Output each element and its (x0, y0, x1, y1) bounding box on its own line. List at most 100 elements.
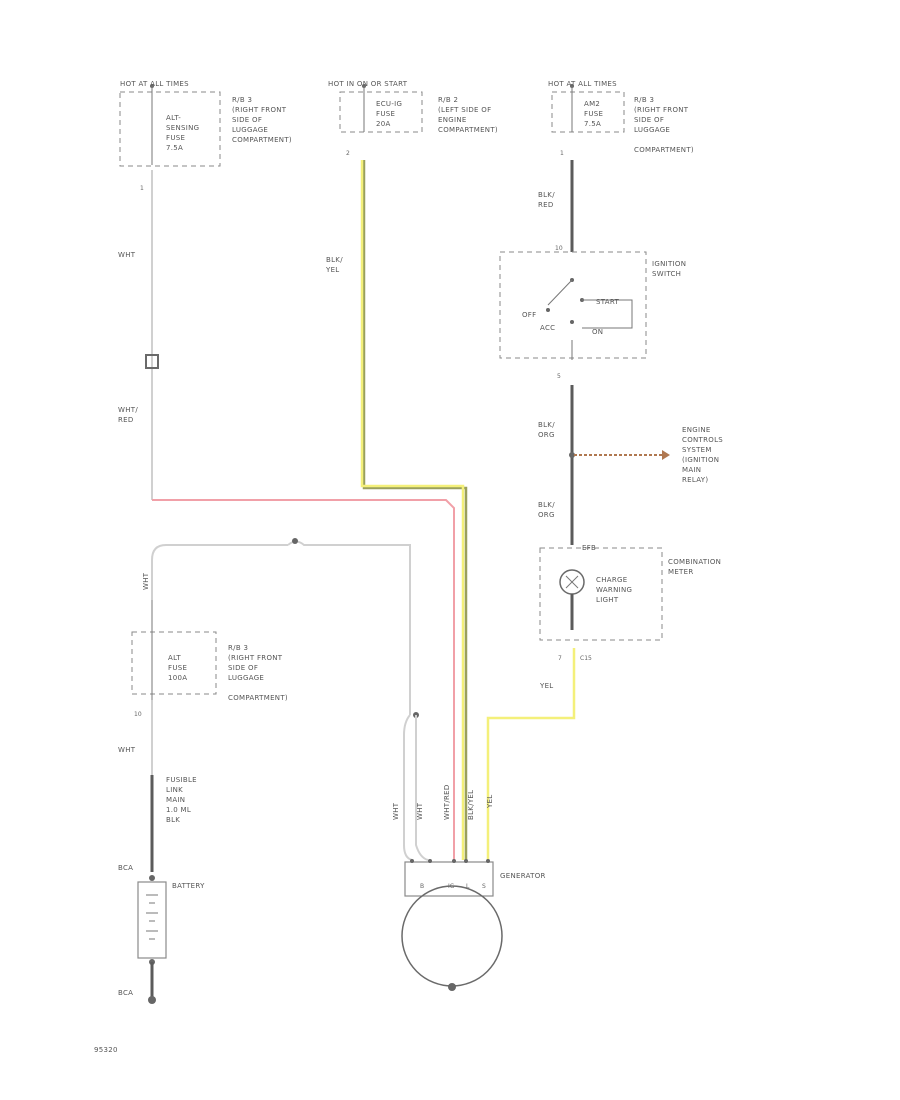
wire-blk-yel (360, 160, 465, 860)
ign-on-label: ON (592, 328, 603, 336)
gen-term-label-l: L (466, 883, 470, 890)
right-location-line-5: COMPARTMENT) (634, 146, 694, 154)
left-connector (145, 354, 159, 369)
right-fuse-line-2: FUSE (584, 110, 603, 118)
left-fuse-line-4: 7.5A (166, 144, 183, 152)
lower-location-line-1: R/B 3 (228, 644, 248, 652)
left-location-line-4: LUGGAGE (232, 126, 268, 134)
battery-minus-pin: BCA (118, 989, 133, 997)
label-blk-yel-vert: BLK/YEL (467, 790, 475, 820)
label-wht-red-1: WHT/ (118, 406, 138, 414)
ground-icon (148, 996, 156, 1004)
right-location-line-3: SIDE OF (634, 116, 664, 124)
label-blk-red-2: RED (538, 201, 554, 209)
wire-wht-upper-left (151, 544, 288, 600)
splice-engine-controls (569, 452, 575, 458)
left-fuse-line-1: ALT- (166, 114, 181, 122)
lower-location-line-3: SIDE OF (228, 664, 258, 672)
meter-pin2: C15 (580, 655, 592, 662)
meter-pin: 7 (558, 655, 562, 662)
lower-location-line-4: LUGGAGE (228, 674, 264, 682)
gen-term-label-b: B (420, 883, 424, 890)
ign-start-label: START (596, 298, 620, 306)
label-blk-org-a1: BLK/ (538, 421, 555, 429)
right-top-pin: 1 (560, 150, 564, 157)
battery: BCA BATTERY BCA (118, 864, 205, 1004)
battery-case-icon (137, 881, 167, 959)
gen-term-ig-node (452, 859, 456, 863)
gen-term-l-node (464, 859, 468, 863)
right-fuse-box-outline (551, 91, 625, 133)
mid-source-header: HOT IN ON OR START (328, 80, 408, 88)
mid-top-pin: 2 (346, 150, 350, 157)
lower-fuse-line-3: 100A (168, 674, 187, 682)
lower-fuse-block: ALT FUSE 100A R/B 3 (RIGHT FRONT SIDE OF… (131, 600, 288, 718)
ign-start-on-link (582, 299, 633, 329)
lower-location-line-5: COMPARTMENT) (228, 694, 288, 702)
ign-switch-blade (547, 279, 573, 306)
right-fuse-line-1: AM2 (584, 100, 600, 108)
lamp-label-2: WARNING (596, 586, 632, 594)
right-location-line-2: (RIGHT FRONT (634, 106, 689, 114)
mid-fuse-block: HOT IN ON OR START ECU-IG FUSE 20A R/B 2… (328, 80, 498, 157)
splice-top-wht (292, 538, 298, 544)
right-fuse-line-3: 7.5A (584, 120, 601, 128)
label-wht-vert-b: WHT (416, 802, 424, 820)
ign-acc-node (570, 320, 574, 324)
lamp-filament-b (565, 575, 579, 589)
right-source-header: HOT AT ALL TIMES (548, 80, 617, 88)
lower-fuse-line-1: ALT (168, 654, 181, 662)
mid-location-line-4: COMPARTMENT) (438, 126, 498, 134)
fusible-link-line-4: 1.0 ML (166, 806, 191, 814)
wire-wht-red (152, 499, 455, 860)
battery-label: BATTERY (172, 882, 205, 890)
ign-off-label: OFF (522, 311, 536, 319)
label-blk-org-a2: ORG (538, 431, 555, 439)
right-location-line-4: LUGGAGE (634, 126, 670, 134)
engine-controls-line-6: RELAY) (682, 476, 708, 484)
gen-term-s-node (428, 859, 432, 863)
mid-fuse-line-2: FUSE (376, 110, 395, 118)
mid-fuse-line-1: ECU-IG (376, 100, 402, 108)
generator-body-icon (401, 885, 503, 987)
mid-fuse-line-3: 20A (376, 120, 391, 128)
label-blk-yel-2: YEL (325, 266, 340, 274)
left-top-pin: 1 (140, 185, 144, 192)
generator: B IG L S GENERATOR (401, 859, 546, 991)
left-source-header: HOT AT ALL TIMES (120, 80, 189, 88)
generator-ground-icon (448, 983, 456, 991)
wire-wht-to-gen-b (403, 714, 413, 861)
ign-label-2: SWITCH (652, 270, 681, 278)
generator-terminal-block (404, 861, 494, 897)
figure-id: 95320 (94, 1046, 118, 1054)
lamp-label-3: LIGHT (596, 596, 619, 604)
lower-fuse-line-2: FUSE (168, 664, 187, 672)
fusible-link-line-3: MAIN (166, 796, 185, 804)
combination-meter: EFB CHARGE WARNING LIGHT COMBINATION MET… (539, 544, 721, 641)
left-fuse-line-2: SENSING (166, 124, 199, 132)
ignition-switch-outline (499, 251, 647, 359)
left-location-line-2: (RIGHT FRONT (232, 106, 287, 114)
label-yel-vert: YEL (486, 795, 494, 810)
lower-location-line-2: (RIGHT FRONT (228, 654, 283, 662)
ign-off-node (546, 308, 550, 312)
gen-term-label-s: S (482, 883, 486, 890)
fusible-link-line-2: LINK (166, 786, 183, 794)
engine-controls-line-2: CONTROLS (682, 436, 723, 444)
mid-location-line-1: R/B 2 (438, 96, 458, 104)
label-yel: YEL (539, 682, 554, 690)
left-fuse-block: HOT AT ALL TIMES ALT- SENSING FUSE 7.5A … (119, 80, 292, 192)
label-blk-yel-1: BLK/ (326, 256, 343, 264)
right-fuse-block: HOT AT ALL TIMES AM2 FUSE 7.5A R/B 3 (RI… (548, 80, 694, 157)
label-wht-vert-a: WHT (392, 802, 400, 820)
lower-fuse-box-outline (131, 631, 217, 695)
label-wht-red-vert: WHT/RED (443, 784, 451, 820)
label-wht-lower: WHT (118, 746, 136, 754)
lamp-label-1: CHARGE (596, 576, 627, 584)
label-wht-vert-upper: WHT (142, 572, 150, 590)
generator-label: GENERATOR (500, 872, 546, 880)
left-fuse-line-3: FUSE (166, 134, 185, 142)
mid-fuse-box-outline (339, 91, 423, 133)
left-location-line-1: R/B 3 (232, 96, 252, 104)
